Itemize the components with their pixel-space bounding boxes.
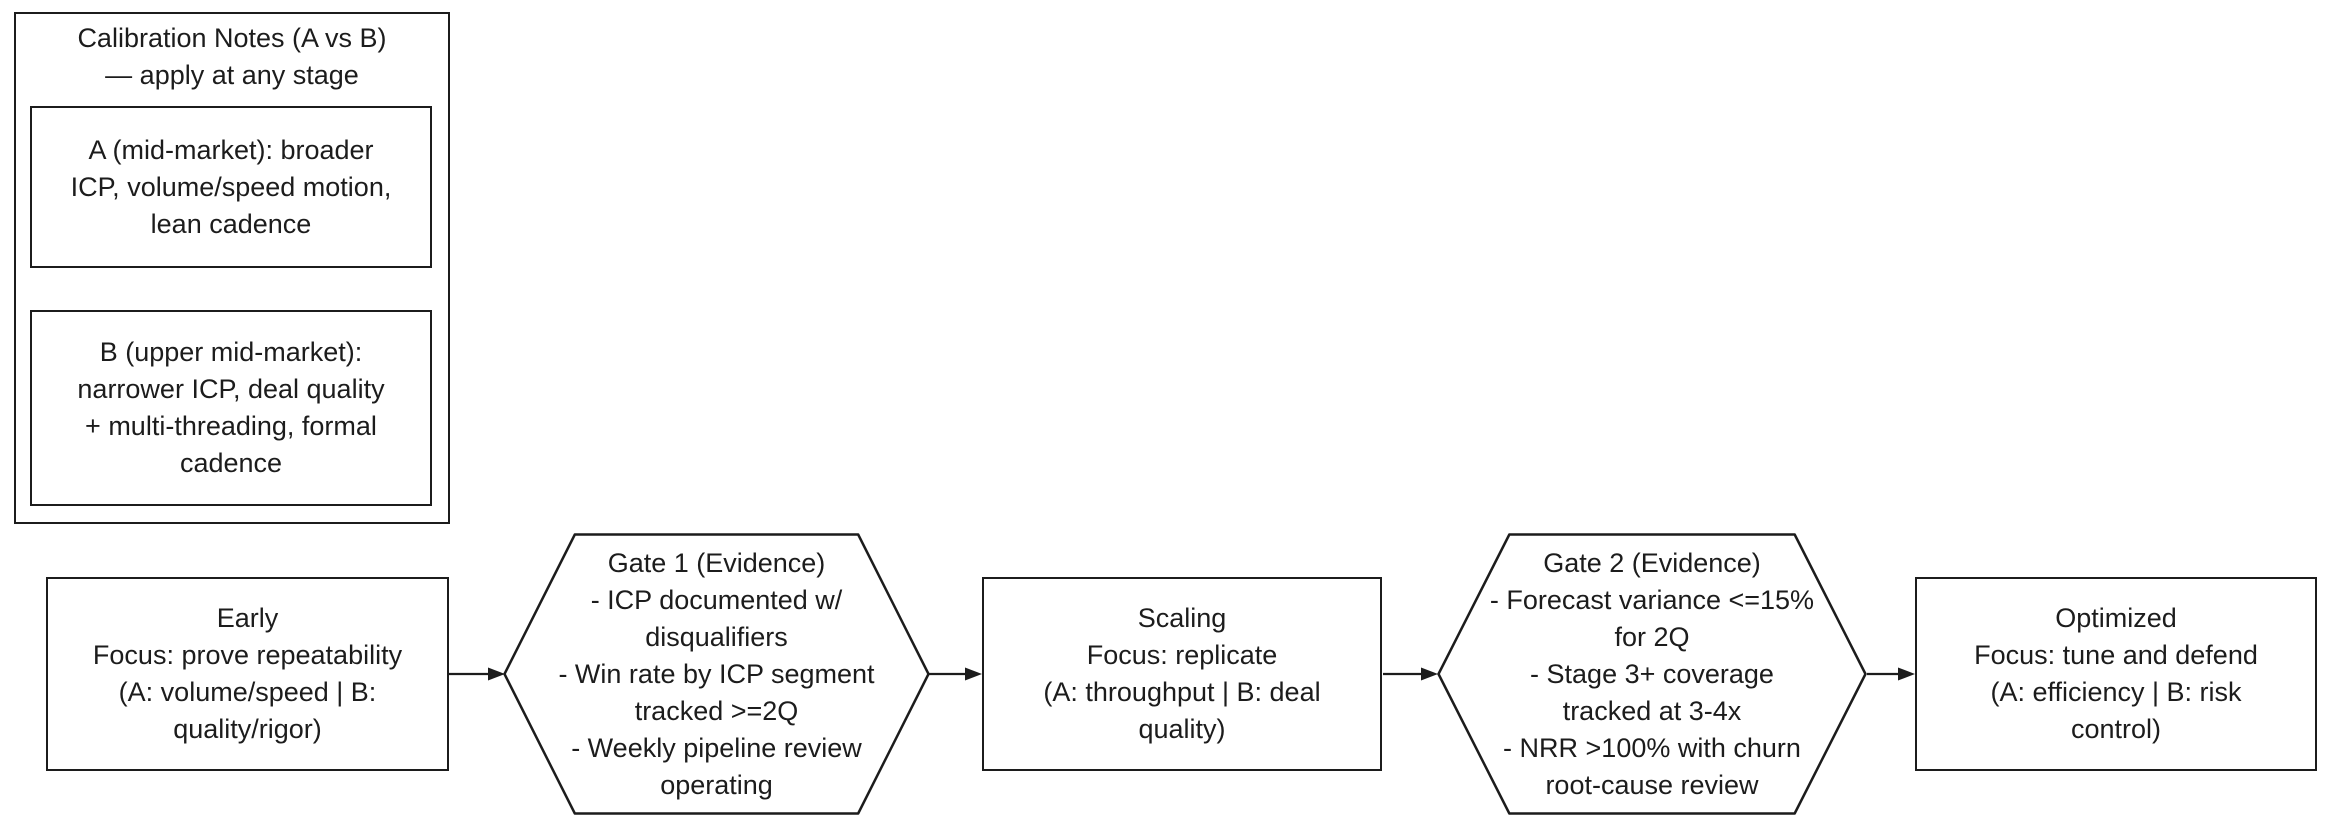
text-line: Early <box>216 603 279 633</box>
note-b-upper-mid-market: B (upper mid-market): narrower ICP, deal … <box>30 310 432 506</box>
text-line: operating <box>660 769 773 800</box>
text-line: quality/rigor) <box>173 714 322 744</box>
text-line: ICP, volume/speed motion, <box>70 171 392 202</box>
text-line: for 2Q <box>1614 621 1690 652</box>
text-line: Gate 1 (Evidence) <box>607 547 826 578</box>
arrow-gate1-to-scaling-icon <box>928 667 982 681</box>
arrow-early-to-gate1-icon <box>449 667 505 681</box>
gate-node-gate2: Gate 2 (Evidence) - Forecast variance <=1… <box>1437 533 1867 815</box>
text-line: - Weekly pipeline review <box>571 732 862 763</box>
gate-node-gate1-text: Gate 1 (Evidence) - ICP documented w/disq… <box>558 545 874 804</box>
text-line: Optimized <box>2055 603 2177 633</box>
text-line: Gate 2 (Evidence) <box>1543 547 1761 578</box>
text-line: narrower ICP, deal quality <box>77 374 385 404</box>
text-line: - Win rate by ICP segment <box>558 658 875 689</box>
arrow-gate2-to-optimized-icon <box>1867 667 1915 681</box>
text-line: lean cadence <box>150 208 312 239</box>
text-line: A (mid-market): broader <box>88 134 374 165</box>
text-line: - NRR >100% with churn <box>1503 732 1801 763</box>
text-line: B (upper mid-market): <box>99 337 363 367</box>
text-line: — apply at any stage <box>105 60 359 90</box>
text-line: + multi-threading, formal <box>85 411 377 441</box>
text-line: (A: throughput | B: deal <box>1043 677 1321 707</box>
text-line: - Forecast variance <=15% <box>1489 584 1815 615</box>
text-line: cadence <box>179 448 283 478</box>
text-line: quality) <box>1138 714 1226 744</box>
text-line: - Stage 3+ coverage <box>1530 658 1774 689</box>
text-line: disqualifiers <box>645 621 788 652</box>
calibration-notes-cluster: Calibration Notes (A vs B) — apply at any… <box>14 12 450 524</box>
note-b-text: B (upper mid-market): narrower ICP, deal … <box>77 334 384 482</box>
text-line: Calibration Notes (A vs B) <box>77 23 387 53</box>
text-line: (A: efficiency | B: risk <box>1990 677 2242 707</box>
gate-node-gate1: Gate 1 (Evidence) - ICP documented w/disq… <box>503 533 930 815</box>
text-line: - ICP documented w/ <box>590 584 843 615</box>
cluster-title: Calibration Notes (A vs B) — apply at any… <box>16 20 448 94</box>
hexagon-shape-icon <box>1437 533 1867 815</box>
text-line: tracked >=2Q <box>634 695 799 726</box>
arrow-scaling-to-gate2-icon <box>1383 667 1438 681</box>
text-line: tracked at 3-4x <box>1562 695 1742 726</box>
text-line: (A: volume/speed | B: <box>118 677 377 707</box>
text-line: root-cause review <box>1545 769 1759 800</box>
text-line: control) <box>2070 714 2162 744</box>
text-line: Scaling <box>1137 603 1227 633</box>
text-line: Focus: tune and defend <box>1974 640 2258 670</box>
text-line: Focus: replicate <box>1086 640 1278 670</box>
text-line: Focus: prove repeatability <box>92 640 403 670</box>
gate-node-gate2-text: Gate 2 (Evidence) - Forecast variance <=1… <box>1490 545 1814 804</box>
